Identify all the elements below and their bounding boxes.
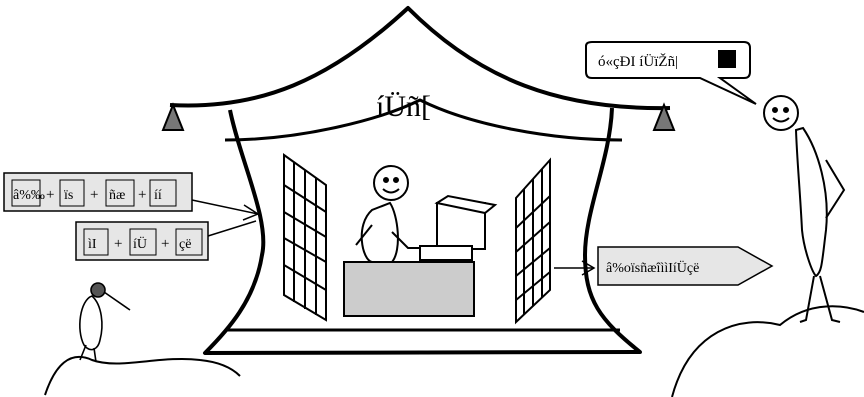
plus-operator: + (46, 187, 54, 203)
plus-operator: + (161, 236, 169, 252)
output-label: â%oïsñæîììIíÜçë (606, 259, 699, 276)
desk (343, 261, 475, 317)
building-body (203, 107, 642, 355)
plus-operator: + (138, 187, 146, 203)
left-grille (283, 153, 327, 322)
input-token: íí (154, 188, 162, 203)
observer-head (763, 95, 799, 131)
input-token: çë (179, 237, 191, 252)
computer (419, 194, 498, 261)
clerk-head (373, 165, 409, 201)
bird-body (79, 295, 103, 351)
input-row-1-frame (3, 172, 193, 212)
input-arrow-2 (207, 220, 257, 237)
building-title: íÜñ[ (376, 90, 431, 123)
input-row-2: ìI + íÜ + çë (75, 221, 209, 261)
input-row-1: â%‰ + ïs + ñæ + íí (3, 172, 193, 212)
speech-bubble-text: ó«çÐI íÜïŽñ| (598, 53, 678, 70)
roof-weight-left (161, 102, 185, 131)
roof-weight-right (652, 102, 676, 131)
speech-bubble-shape (585, 41, 757, 105)
speech-bubble: ó«çÐI íÜïŽñ| (585, 41, 757, 105)
input-arrow-1 (191, 199, 259, 215)
observer-figure (763, 95, 846, 323)
building-roof (169, 6, 671, 111)
clerk-figure (355, 165, 420, 263)
input-token: íÜ (133, 235, 147, 252)
bird-head (90, 282, 106, 298)
output-arrow-shape (597, 246, 774, 286)
input-row-2-frame (75, 221, 209, 261)
speech-bubble-black-square (718, 50, 736, 68)
input-token: ñæ (109, 188, 125, 203)
building (169, 6, 671, 355)
bird-figure (79, 282, 131, 363)
output-connector (554, 260, 596, 276)
right-hill (671, 305, 864, 397)
input-token: ìI (88, 237, 97, 252)
observer-body (794, 126, 828, 278)
right-grille (515, 157, 551, 325)
input-arrows (191, 199, 260, 237)
input-token: ïs (63, 188, 73, 203)
bird-beak (103, 291, 131, 311)
plus-operator: + (114, 236, 122, 252)
input-token: â%‰ (13, 188, 45, 203)
plus-operator: + (90, 187, 98, 203)
left-hill (44, 355, 241, 396)
building-inner-arch (224, 98, 623, 142)
computer-base (419, 245, 473, 261)
